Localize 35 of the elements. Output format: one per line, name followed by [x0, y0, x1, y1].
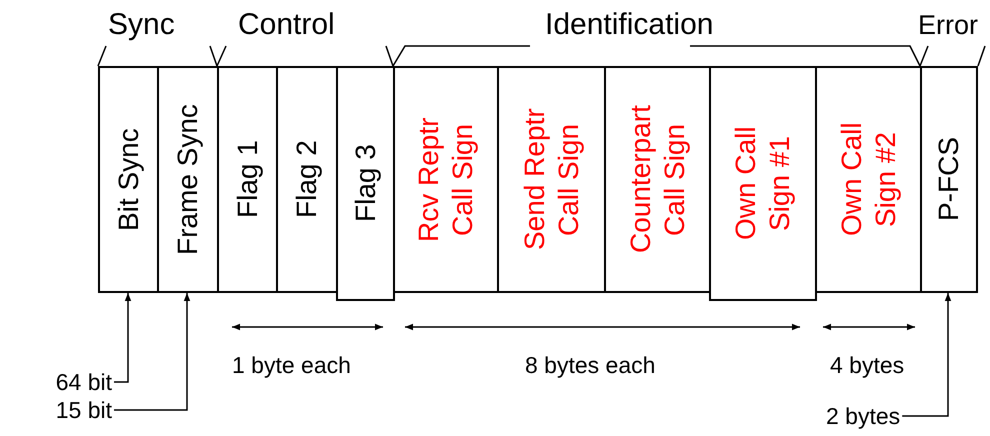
size-note: 15 bit	[10, 396, 112, 424]
field-box	[336, 66, 395, 301]
group-heading: Error	[918, 10, 978, 41]
field-box	[98, 66, 159, 293]
size-label: 4 bytes	[830, 352, 904, 379]
field-box	[393, 66, 499, 293]
leader-line	[114, 293, 190, 411]
field-name: Bit Sync	[112, 127, 145, 233]
field-box	[709, 66, 817, 301]
group-heading: Identification	[545, 8, 714, 42]
group-heading: Control	[238, 8, 335, 42]
leader-line	[902, 293, 952, 417]
field-box	[217, 66, 278, 293]
size-label: 1 byte each	[232, 352, 351, 379]
field-name: Frame Sync	[171, 103, 204, 257]
field-name: Rcv Reptr Call Sign	[412, 116, 479, 244]
field-name: Flag 3	[348, 144, 382, 224]
field-name: Counterpart Call Sign	[624, 104, 691, 256]
leader-line	[114, 293, 132, 383]
field-name: Own Call Sign #2	[834, 122, 902, 238]
field-box	[815, 66, 922, 293]
size-note: 64 bit	[10, 368, 112, 396]
field-box	[920, 66, 978, 293]
field-box	[157, 66, 219, 293]
field-name: Flag 2	[290, 140, 323, 220]
size-label: 8 bytes each	[525, 352, 656, 379]
size-note: 2 bytes	[826, 402, 900, 430]
group-heading: Sync	[108, 8, 175, 42]
field-box	[276, 66, 338, 293]
field-name: Flag 1	[230, 140, 264, 220]
field-box	[604, 66, 711, 293]
field-box	[497, 66, 606, 293]
field-name: Own Call Sign #1	[729, 126, 796, 242]
field-name: Send Reptr Call Sign	[518, 108, 585, 252]
field-name: P-FCS	[932, 136, 965, 224]
